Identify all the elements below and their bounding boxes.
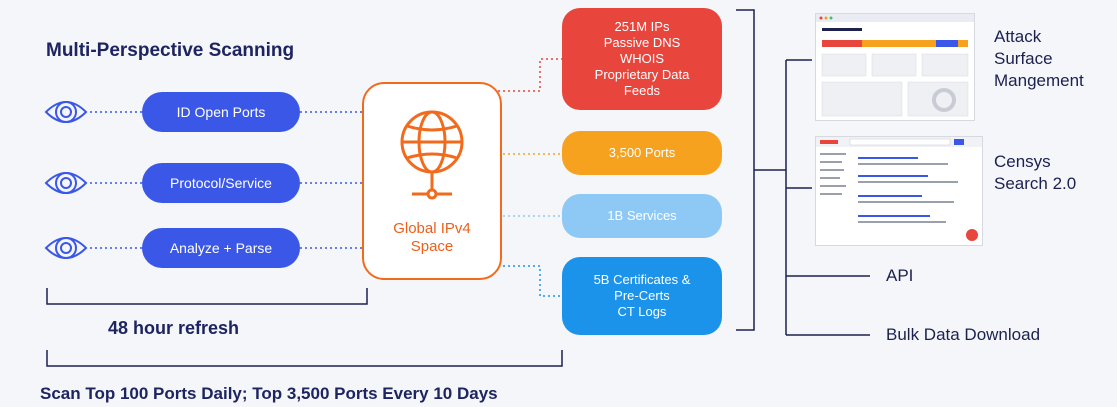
output-text: Surface <box>994 49 1053 68</box>
globe-icon <box>400 110 464 200</box>
source-text: Passive DNS <box>603 35 681 50</box>
source-text: CT Logs <box>617 304 667 319</box>
output-api-label: API <box>886 266 914 285</box>
output-text: Mangement <box>994 71 1084 90</box>
output-text: Censys <box>994 152 1051 171</box>
refresh-caption: 48 hour refresh <box>108 318 240 338</box>
source-text: 5B Certificates & <box>593 272 691 287</box>
source-box-ports: 3,500 Ports <box>562 131 722 175</box>
hub-label-line2: Space <box>410 238 454 255</box>
output-asm-label: Attack Surface Mangement <box>994 26 1084 92</box>
output-text: Search 2.0 <box>994 174 1077 193</box>
search-screenshot-art <box>816 137 982 241</box>
output-text: Attack <box>994 27 1042 46</box>
scan-pill-analyze: Analyze + Parse <box>142 228 300 268</box>
asm-screenshot <box>815 13 975 121</box>
source-text: 251M IPs <box>614 19 670 34</box>
source-box-certificates: 5B Certificates & Pre-Certs CT Logs <box>562 257 722 335</box>
ipv4-hub: Global IPv4 Space <box>362 82 502 280</box>
eye-icon <box>44 172 88 194</box>
scan-pill-protocol: Protocol/Service <box>142 163 300 203</box>
source-box-ips: 251M IPs Passive DNS WHOIS Proprietary D… <box>562 8 722 110</box>
asm-screenshot-art <box>816 14 974 117</box>
source-text: Proprietary Data <box>594 67 690 82</box>
schedule-caption: Scan Top 100 Ports Daily; Top 3,500 Port… <box>40 384 498 403</box>
eye-icon <box>44 101 88 123</box>
source-text: Pre-Certs <box>614 288 670 303</box>
source-box-services: 1B Services <box>562 194 722 238</box>
eye-icon <box>44 237 88 259</box>
hub-label-line1: Global IPv4 <box>393 220 471 237</box>
source-text: Feeds <box>623 83 661 98</box>
page-title: Multi-Perspective Scanning <box>46 40 295 61</box>
output-search-label: Censys Search 2.0 <box>994 151 1076 195</box>
output-bulk-label: Bulk Data Download <box>886 325 1041 344</box>
source-text: WHOIS <box>619 51 665 66</box>
scan-pill-open-ports: ID Open Ports <box>142 92 300 132</box>
censys-search-screenshot <box>815 136 983 246</box>
